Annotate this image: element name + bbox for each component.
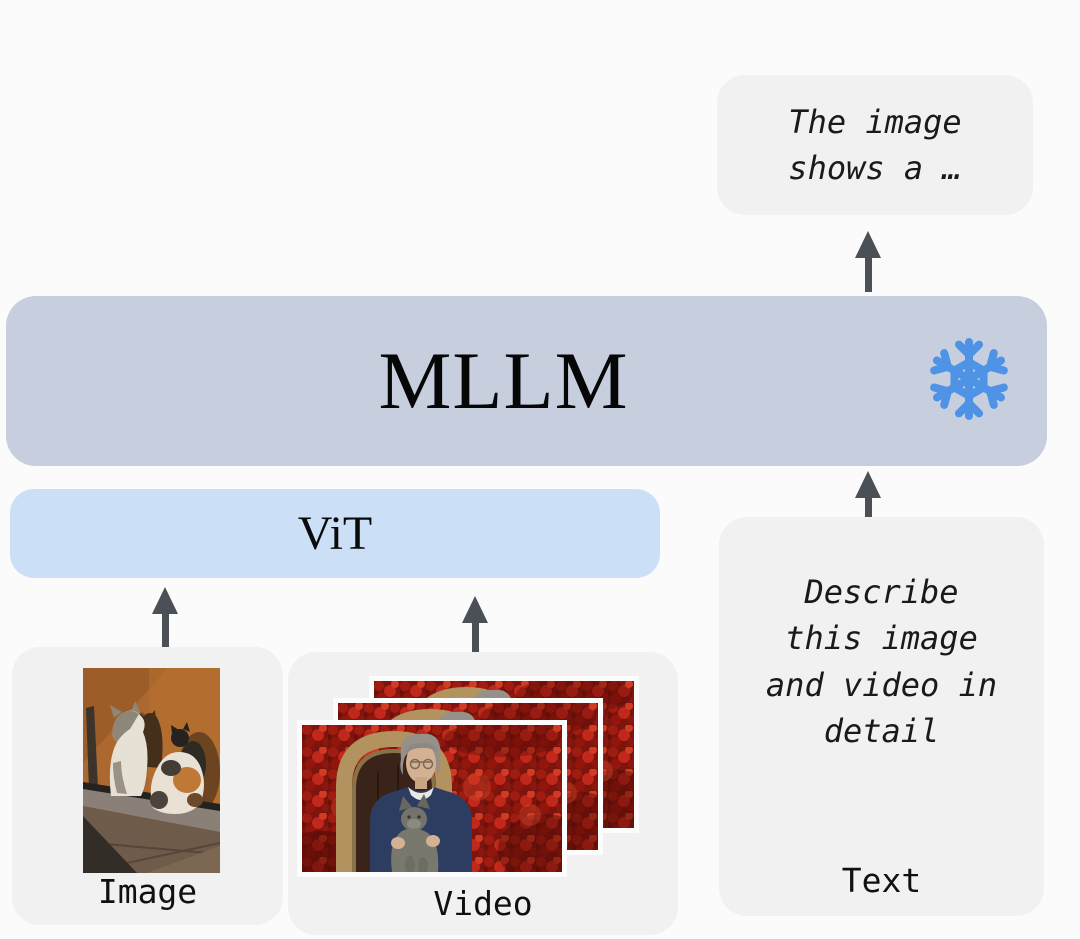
arrow-video-to-vit: [462, 596, 488, 658]
arrow-stem: [864, 498, 872, 517]
snowflake-icon: [927, 337, 1011, 425]
vit-block: ViT: [10, 489, 660, 578]
arrow-stem: [864, 258, 872, 292]
image-input-card: Image: [12, 647, 283, 925]
arrow-stem: [161, 614, 169, 649]
vit-label: ViT: [297, 507, 373, 560]
video-input-card: Video: [288, 652, 678, 935]
cats-photo: [83, 668, 221, 873]
arrow-stem: [471, 623, 479, 658]
arrow-head-icon: [855, 471, 881, 498]
image-input-label: Image: [97, 872, 198, 911]
video-frame: [297, 720, 567, 877]
model-output-bubble: The image shows a …: [717, 75, 1033, 215]
mllm-label: MLLM: [378, 335, 629, 426]
arrow-head-icon: [855, 231, 881, 258]
arrow-head-icon: [462, 596, 488, 623]
arrow-image-to-vit: [152, 587, 178, 649]
arrow-text-to-mllm: [855, 471, 881, 517]
text-input-card: Describe this image and video in detail …: [719, 517, 1044, 916]
arrow-mllm-to-output: [855, 231, 881, 292]
video-input-label: Video: [433, 884, 533, 923]
mllm-block: MLLM: [6, 296, 1047, 466]
model-output-text: The image shows a …: [788, 102, 962, 187]
prompt-text: Describe this image and video in detail: [765, 573, 998, 751]
text-input-label: Text: [841, 861, 922, 900]
arrow-head-icon: [152, 587, 178, 614]
